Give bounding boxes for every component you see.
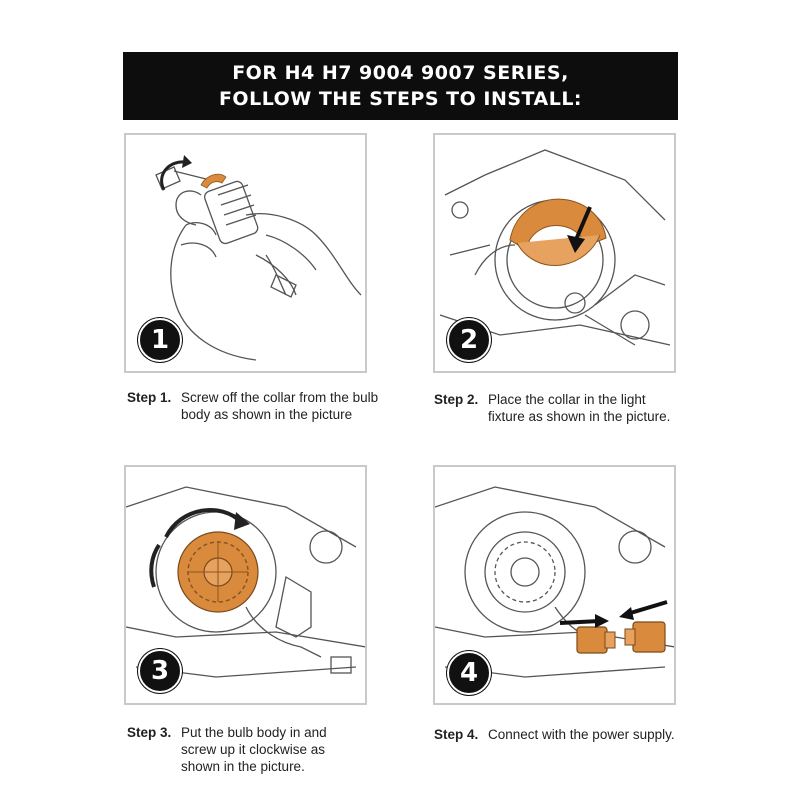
title-line-2: FOLLOW THE STEPS TO INSTALL: — [218, 88, 583, 110]
step-1-illustration: 1 — [124, 133, 367, 373]
step-2-text: Place the collar in the light fixture as… — [488, 392, 671, 424]
step-4-label: Step 4. — [434, 727, 479, 742]
step-3-badge: 3 — [138, 649, 182, 693]
step-1-badge: 1 — [138, 318, 182, 362]
title-line-1: FOR H4 H7 9004 9007 SERIES, — [232, 62, 569, 84]
hand-unscrewing-collar-icon — [155, 155, 362, 361]
title-banner: FOR H4 H7 9004 9007 SERIES, FOLLOW THE S… — [123, 52, 678, 120]
step-4-badge: 4 — [447, 651, 491, 695]
step-2-badge: 2 — [447, 318, 491, 362]
bulb-screwed-in-icon — [126, 486, 365, 678]
collar-in-fixture-icon — [439, 149, 671, 346]
connector-plug-icon — [435, 486, 674, 678]
step-4-text: Connect with the power supply. — [488, 727, 675, 742]
step-1-text: Screw off the collar from the bulb body … — [181, 390, 379, 422]
step-4-illustration: 4 — [433, 465, 676, 705]
step-2-illustration: 2 — [433, 133, 676, 373]
step-3-label: Step 3. — [127, 725, 172, 740]
step-3-illustration: 3 — [124, 465, 367, 705]
step-1-label: Step 1. — [127, 390, 172, 405]
step-2-label: Step 2. — [434, 392, 479, 407]
step-3-text: Put the bulb body in and screw up it clo… — [181, 725, 327, 774]
